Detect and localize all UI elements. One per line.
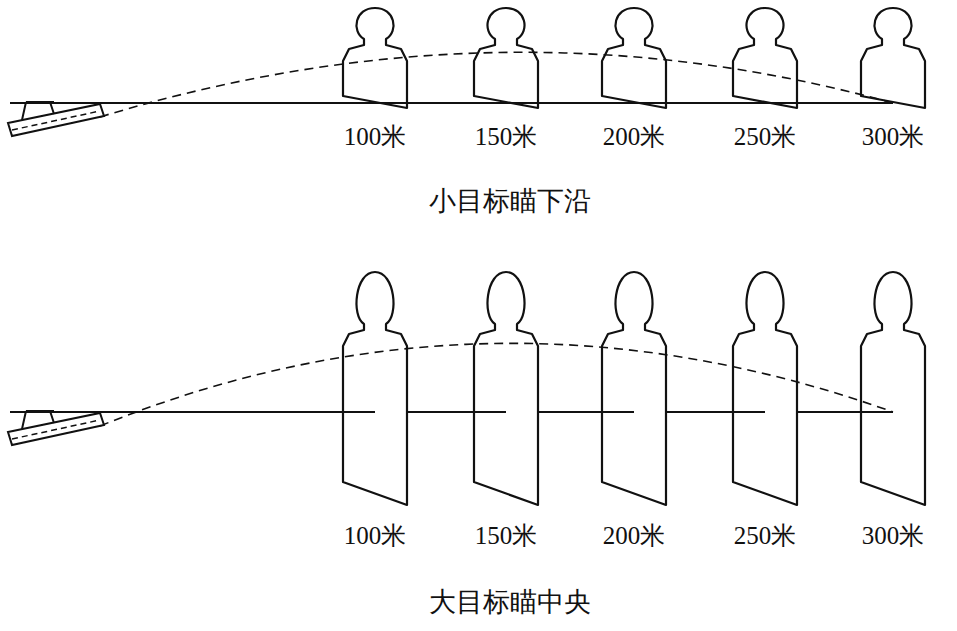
line-of-sight xyxy=(10,411,375,413)
target-silhouette xyxy=(343,272,407,505)
caption: 小目标瞄下沿 xyxy=(429,187,591,214)
line-of-sight xyxy=(408,411,506,413)
target-silhouette xyxy=(474,8,538,108)
distance-label: 250米 xyxy=(734,124,797,149)
caption: 大目标瞄中央 xyxy=(429,588,591,615)
target-silhouette xyxy=(474,272,538,505)
rifle-bore xyxy=(12,420,100,439)
distance-label: 150米 xyxy=(475,124,538,149)
rifle-sight xyxy=(22,102,54,120)
target-silhouette xyxy=(861,272,925,505)
distance-label: 250米 xyxy=(734,523,797,548)
target-silhouette xyxy=(861,8,925,108)
distance-label: 200米 xyxy=(603,523,666,548)
target-silhouette xyxy=(602,272,666,505)
trajectory xyxy=(100,52,893,117)
distance-label: 300米 xyxy=(862,523,925,548)
line-of-sight xyxy=(798,411,893,413)
line-of-sight xyxy=(539,411,634,413)
rifle-bore xyxy=(12,111,100,130)
rifle-sight xyxy=(22,411,54,429)
distance-label: 200米 xyxy=(603,124,666,149)
trajectory xyxy=(100,343,893,426)
target-silhouette xyxy=(602,8,666,108)
distance-label: 100米 xyxy=(344,124,407,149)
target-silhouette xyxy=(733,272,797,505)
line-of-sight xyxy=(667,411,765,413)
distance-label: 100米 xyxy=(344,523,407,548)
distance-label: 150米 xyxy=(475,523,538,548)
target-silhouette xyxy=(733,8,797,108)
distance-label: 300米 xyxy=(862,124,925,149)
